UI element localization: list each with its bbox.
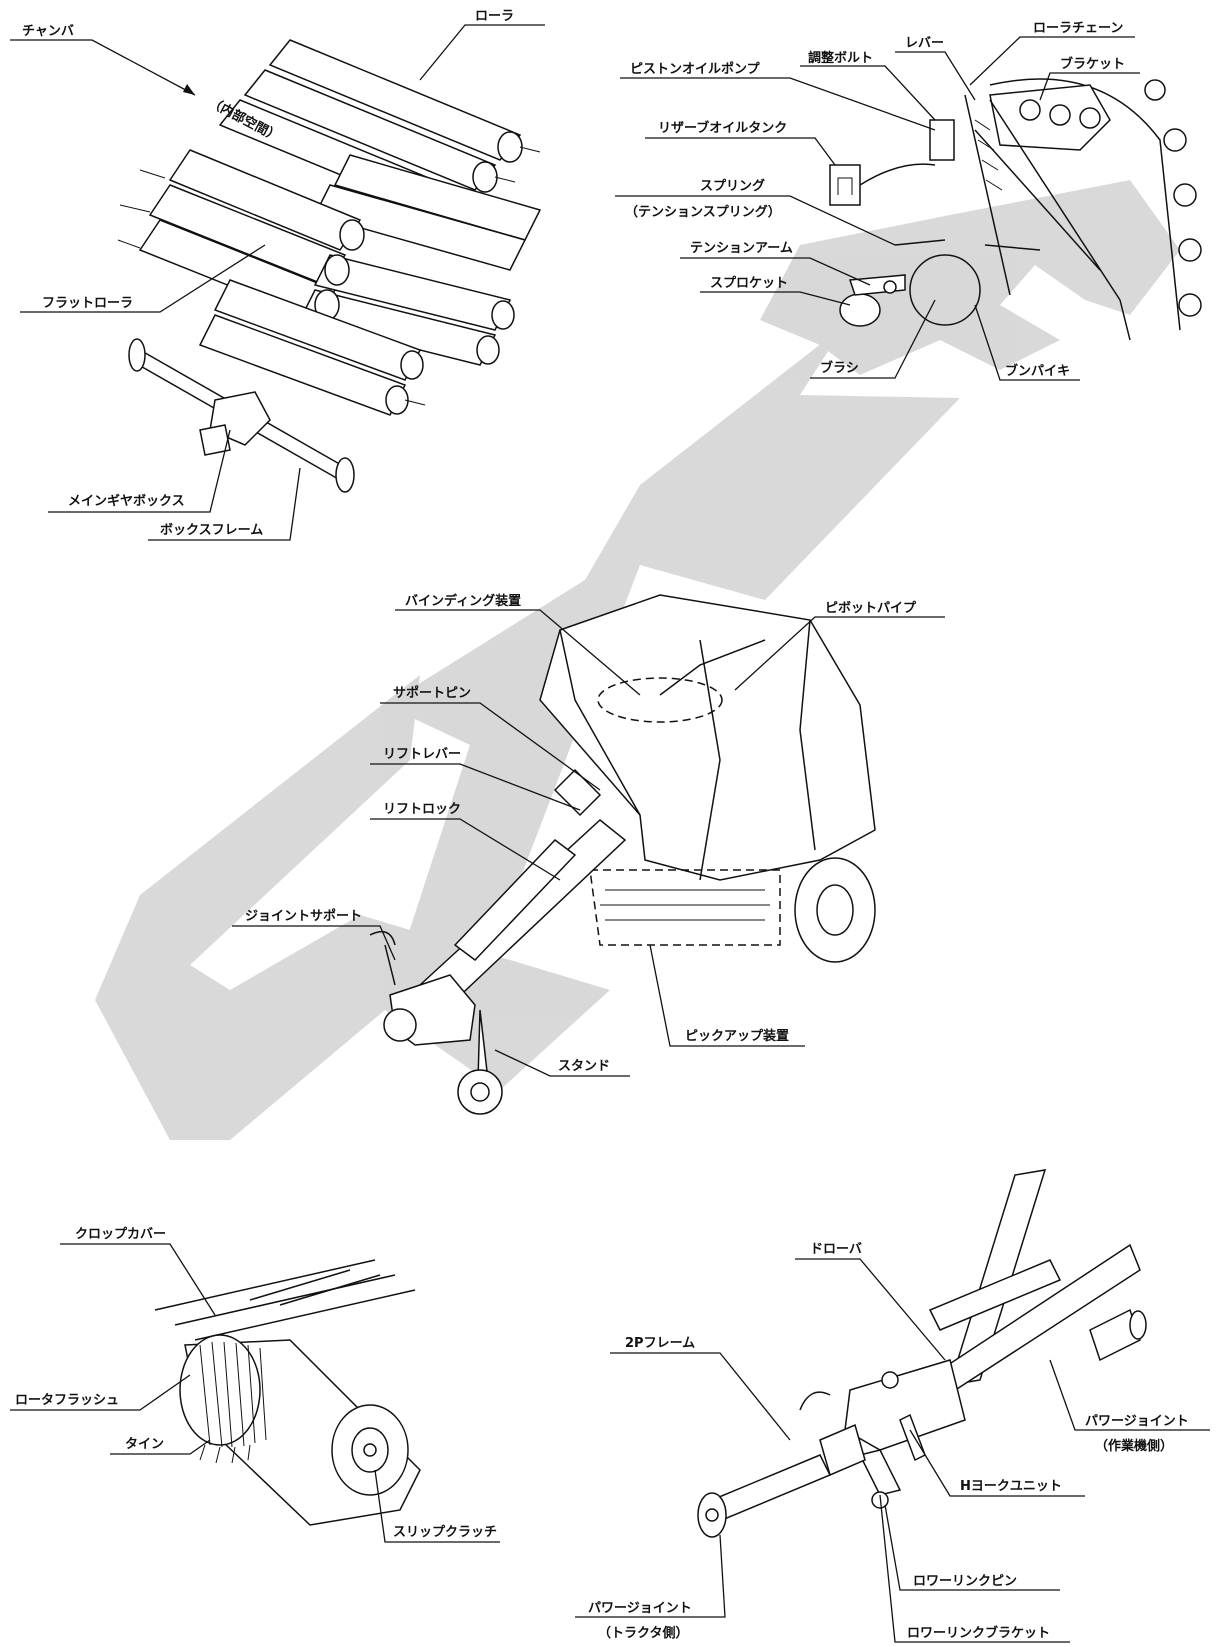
watermark-t-shape [385, 325, 960, 1010]
chamber-rollers-drawing [117, 39, 542, 493]
leader-h-yoke-unit [909, 1429, 1085, 1497]
leader-chamber-arrowhead [183, 84, 195, 95]
leader-tine [110, 1439, 211, 1455]
lower-roller-group [198, 279, 426, 416]
label-power-joint-implement: パワージョイント [1085, 1414, 1189, 1429]
label-lower-link-pin: ロワーリンクピン [913, 1574, 1017, 1589]
label-flat-roller: フラットローラ [42, 296, 133, 311]
label-adjust-bolt: 調整ボルト [808, 50, 873, 66]
label-sprocket: スプロケット [710, 276, 788, 291]
label-bumper: ブンパイキ [1005, 363, 1070, 379]
label-joint-support: ジョイントサポート [245, 908, 362, 924]
label-lower-link-bracket: ロワーリンクブラケット [907, 1625, 1050, 1641]
leader-spring [615, 195, 896, 246]
leader-slip-clutch [374, 1469, 500, 1543]
label-chamber: チャンバ [22, 24, 74, 39]
leader-roller [419, 24, 545, 81]
leader-lever [895, 51, 976, 101]
label-roller: ローラ [475, 9, 514, 24]
label-main-gearbox: メインギヤボックス [68, 493, 185, 509]
leader-tension-arm [680, 257, 871, 286]
lubrication-drawing [829, 78, 1202, 341]
label-drawbar: ドローバ [810, 1242, 862, 1257]
leader-flat-roller [20, 244, 266, 313]
label-support-pin: サポートピン [393, 685, 471, 701]
label-2p-frame: 2Pフレーム [625, 1336, 695, 1351]
leader-power-joint-implement [1049, 1359, 1210, 1431]
label-tension-arm: テンションアーム [690, 241, 793, 256]
leader-bumper [974, 304, 1080, 381]
label-rotor-flush: ロータフラッシュ [15, 1393, 119, 1408]
leader-lower-link-pin [884, 1504, 1060, 1591]
leader-roller-chain [969, 36, 1135, 86]
leader-lift-lever [370, 763, 581, 811]
label-pickup-device: ピックアップ装置 [685, 1028, 789, 1044]
leader-sprocket [700, 291, 851, 306]
binding-device-highlight [597, 677, 723, 723]
leader-adjust-bolt [800, 65, 936, 121]
drawbar-drawing [697, 1169, 1147, 1538]
label-roller-chain: ローラチェーン [1033, 21, 1123, 36]
label-binding-device: バインディング装置 [405, 593, 521, 609]
leader-pickup-device [649, 944, 805, 1047]
label-tractor-side: （トラクタ側） [598, 1625, 688, 1641]
label-pivot-pipe: ピボットパイプ [825, 600, 917, 616]
label-power-joint-tractor: パワージョイント [588, 1601, 692, 1616]
label-spring: スプリング [700, 178, 765, 194]
leader-box-frame [148, 467, 301, 541]
leader-reserve-oil-tank [645, 137, 836, 166]
middle-roller-group [117, 149, 542, 366]
watermark-r-shape [760, 180, 1180, 375]
leader-piston-oil-pump [620, 77, 936, 131]
label-crop-cover: クロップカバー [75, 1227, 166, 1242]
pickup-drawing [154, 1259, 421, 1526]
leader-2p-frame [610, 1352, 791, 1441]
leader-chamber [10, 39, 196, 96]
label-stand: スタンド [558, 1059, 610, 1074]
leader-power-joint-tractor [575, 1534, 726, 1618]
leader-rotor-flush [10, 1374, 191, 1411]
label-brush: ブラシ [820, 360, 859, 376]
leader-bracket [1039, 72, 1140, 101]
label-bracket: ブラケット [1060, 56, 1125, 72]
label-box-frame: ボックスフレーム [160, 522, 263, 538]
leader-binding-device [395, 609, 641, 696]
label-tine: タイン [125, 1437, 164, 1452]
leader-lift-lock [370, 818, 561, 881]
label-implement-side: （作業機側） [1095, 1438, 1173, 1454]
leader-lower-link-bracket [879, 1494, 1070, 1643]
baler-drawing [369, 594, 876, 1115]
leader-pivot-pipe [734, 616, 945, 691]
leader-drawbar [795, 1258, 946, 1361]
label-tension-spring: （テンションスプリング） [625, 204, 781, 220]
leader-crop-cover [60, 1243, 216, 1316]
label-piston-oil-pump: ピストンオイルポンプ [630, 61, 761, 77]
label-reserve-oil-tank: リザーブオイルタンク [658, 120, 787, 136]
leader-joint-support [232, 925, 396, 961]
label-lever: レバー [905, 36, 944, 51]
leader-support-pin [380, 702, 601, 791]
label-lift-lock: リフトロック [383, 802, 461, 817]
label-h-yoke-unit: Hヨークユニット [960, 1479, 1062, 1494]
label-slip-clutch: スリップクラッチ [393, 1525, 497, 1540]
leader-brush [810, 299, 936, 379]
leader-main-gearbox [48, 429, 231, 513]
label-lift-lever: リフトレバー [383, 747, 461, 762]
gearbox-drawing [128, 338, 355, 493]
leader-stand [494, 1049, 630, 1077]
